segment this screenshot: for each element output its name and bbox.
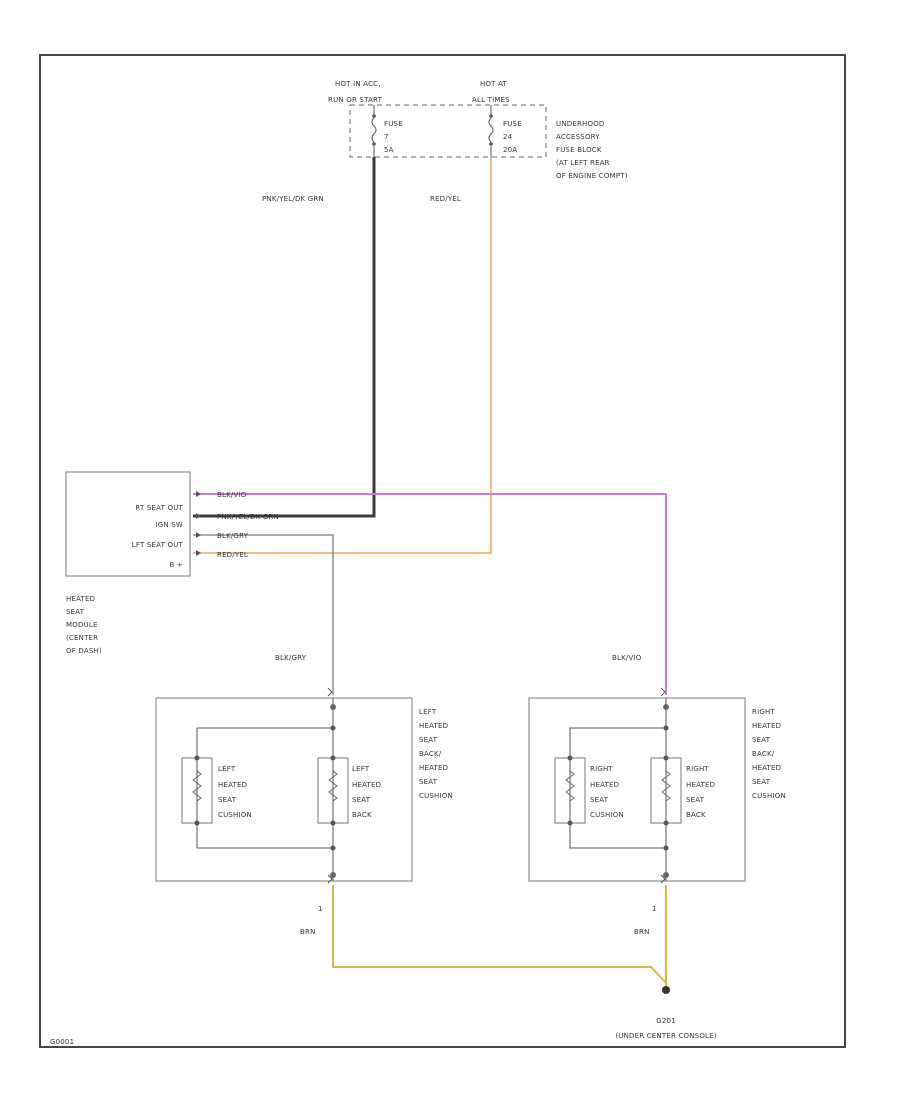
module-pin-rt-seat-out: RT SEAT OUT [135,504,183,512]
left-back-heater-element [328,770,338,802]
right-cushion-heater-element [565,770,575,802]
left-seat-label-6: SEAT [419,778,438,786]
module-wire-label-blk-gry: BLK/GRY [217,532,249,540]
fuse-block: HOT IN ACC, RUN OR START HOT AT ALL TIME… [328,80,628,180]
fuse-block-label-3: FUSE BLOCK [556,146,602,154]
left-cushion-heater-element [192,770,202,802]
ground-icon [662,986,670,994]
right-back-label-2: HEATED [686,781,715,789]
module-pin-lft-seat-out: LFT SEAT OUT [132,541,184,549]
left-seat-box [155,697,413,882]
left-seat-label-2: HEATED [419,722,448,730]
right-seat-label-7: CUSHION [752,792,786,800]
right-seat-label-4: BACK/ [752,750,775,758]
fuse-7: FUSE 7 5A [371,105,403,157]
left-cushion-label-3: SEAT [218,796,237,804]
module-wire-label-red-yel: RED/YEL [217,551,248,559]
right-back-label-1: RIGHT [686,765,709,773]
wire-blk-gry-label: BLK/GRY [275,654,307,662]
hot-all-label-2: ALL TIMES [472,96,510,104]
module-label-3: MODULE [66,621,98,629]
diagram-code: G0001 [50,1038,74,1046]
fuse-24-amps: 20A [503,146,517,154]
right-ground-pin: 1 [652,905,657,913]
left-seat-label-7: CUSHION [419,792,453,800]
ground-g201: G201 (UNDER CENTER CONSOLE) [615,986,717,1040]
module-pin-ign-sw: IGN SW [155,521,183,529]
fuse-block-label-1: UNDERHOOD [556,120,605,128]
fuse-7-label: FUSE [384,120,403,128]
left-cushion-label-1: LEFT [218,765,236,773]
wire-blk-vio [193,493,667,695]
right-cushion-label-3: SEAT [590,796,609,804]
module-pin-b-plus: B + [170,561,184,569]
module-wire-label-blk-vio: BLK/VIO [217,491,247,499]
hot-acc-label-2: RUN OR START [328,96,383,104]
diagram-frame [39,54,846,1048]
right-seat-label-1: RIGHT [752,708,775,716]
right-seat-label-6: SEAT [752,778,771,786]
wire-red-yel-label: RED/YEL [430,195,461,203]
wire-blk-gry [193,534,334,695]
fuse-block-label-2: ACCESSORY [556,133,600,141]
fuse-7-number: 7 [384,133,389,141]
fuse-7-amps: 5A [384,146,394,154]
ground-name: G201 [656,1017,676,1025]
right-heated-seat: RIGHT HEATED SEAT CUSHION RIGHT HEATED S… [528,687,786,884]
right-seat-label-2: HEATED [752,722,781,730]
fuse-block-label-4: (AT LEFT REAR [556,159,610,167]
fuse-24-element [488,117,494,143]
heated-seat-module: RT SEAT OUT IGN SW LFT SEAT OUT B + BLK/… [65,471,279,655]
wire-pnk-yel-grn [193,157,376,518]
left-back-label-4: BACK [352,811,372,819]
ground-location: (UNDER CENTER CONSOLE) [615,1032,716,1040]
module-label-2: SEAT [66,608,85,616]
module-label-4: (CENTER [66,634,98,642]
left-back-label-3: SEAT [352,796,371,804]
right-cushion-label-2: HEATED [590,781,619,789]
module-pin-arrows [196,491,201,556]
fuse-7-element [371,117,377,143]
left-back-label-1: LEFT [352,765,370,773]
left-cushion-label-2: HEATED [218,781,247,789]
right-cushion-label-4: CUSHION [590,811,624,819]
module-label-5: OF DASH) [66,647,102,655]
fuse-24-label: FUSE [503,120,522,128]
right-back-heater-element [661,770,671,802]
module-box [65,471,191,577]
left-heated-seat: LEFT HEATED SEAT CUSHION LEFT HEATED SEA… [155,687,453,884]
right-seat-label-5: HEATED [752,764,781,772]
left-ground-pin: 1 [318,905,323,913]
fuse-block-label-5: OF ENGINE COMPT) [556,172,628,180]
right-seat-label-3: SEAT [752,736,771,744]
fuse-block-outline [349,104,547,158]
wire-pnk-yel-grn-label: PNK/YEL/DK GRN [262,195,324,203]
right-cushion-label-1: RIGHT [590,765,613,773]
left-back-label-2: HEATED [352,781,381,789]
module-label-1: HEATED [66,595,95,603]
right-back-label-3: SEAT [686,796,705,804]
right-back-label-4: BACK [686,811,706,819]
fuse-24: FUSE 24 20A [488,105,522,157]
right-brn-label: BRN [634,928,650,936]
fuse-24-number: 24 [503,133,513,141]
left-cushion-label-4: CUSHION [218,811,252,819]
wire-red-yel [193,157,492,554]
left-brn-label: BRN [300,928,316,936]
left-seat-label-1: LEFT [419,708,437,716]
left-seat-label-5: HEATED [419,764,448,772]
left-seat-label-4: BACK/ [419,750,442,758]
right-seat-box [528,697,746,882]
hot-acc-label-1: HOT IN ACC, [335,80,381,88]
wire-blk-vio-label: BLK/VIO [612,654,642,662]
hot-all-label-1: HOT AT [480,80,508,88]
module-wire-label-pnk-yel-grn: PNK/YEL/DK GRN [217,513,279,521]
wire-brn-ground [332,885,667,986]
left-seat-label-3: SEAT [419,736,438,744]
